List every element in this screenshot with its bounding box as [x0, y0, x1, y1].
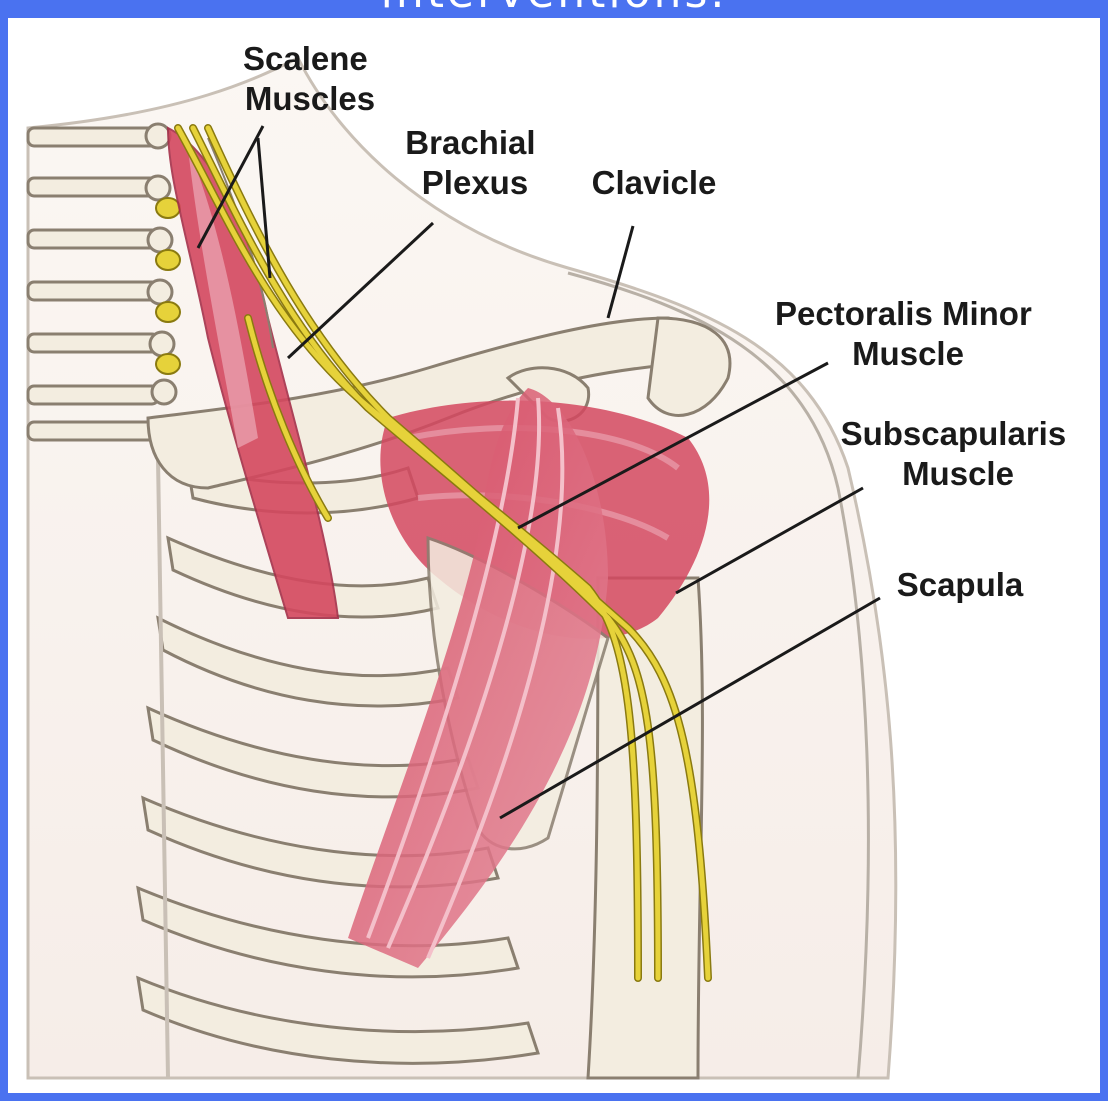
clavicle-label: Clavicle	[592, 164, 717, 201]
subscapularis-label: Subscapularis Muscle	[841, 415, 1076, 492]
brachial-plexus-label: Brachial Plexus	[405, 124, 544, 201]
thoracic-outlet-diagram: Scalene Muscles Brachial Plexus Clavicle…	[8, 18, 1100, 1093]
pectoralis-minor-label: Pectoralis Minor Muscle	[775, 295, 1041, 372]
anatomy-illustration-panel: Scalene Muscles Brachial Plexus Clavicle…	[8, 18, 1100, 1093]
scapula-label: Scapula	[897, 566, 1024, 603]
slide-title: interventions.	[0, 0, 1108, 20]
